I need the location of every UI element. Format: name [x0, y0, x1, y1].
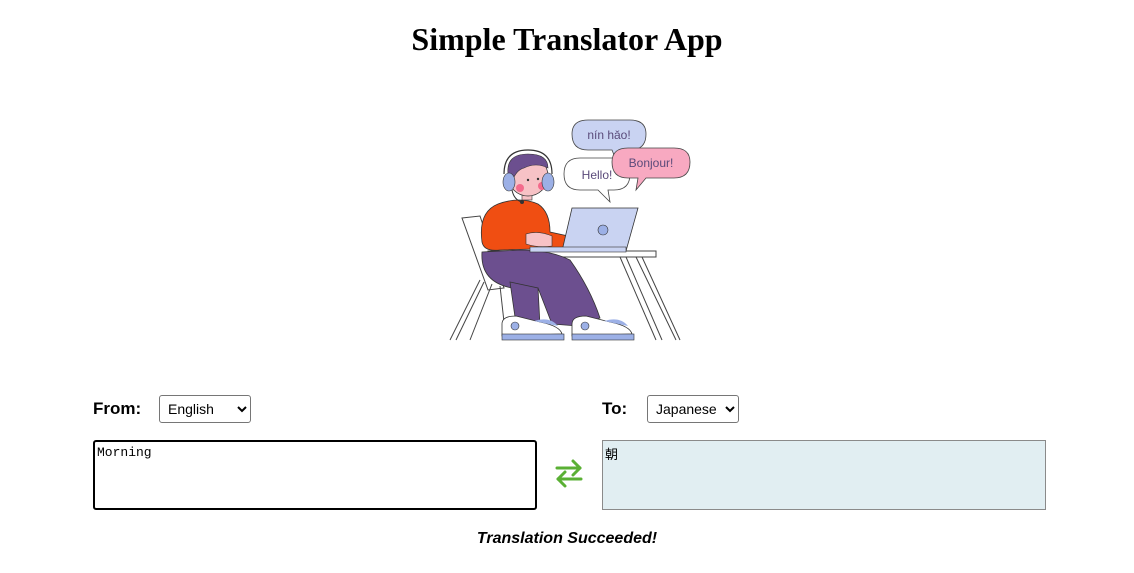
bubble-text-bonjour: Bonjour!: [629, 156, 674, 170]
pants: [481, 249, 601, 327]
page-title: Simple Translator App: [411, 21, 723, 57]
torso: [480, 199, 569, 251]
bubble-text-hello: Hello!: [582, 168, 613, 182]
translated-text-output[interactable]: 朝: [602, 440, 1046, 510]
status-message: Translation Succeeded!: [476, 530, 658, 547]
speech-bubble-bonjour: Bonjour!: [611, 147, 691, 192]
from-language-select[interactable]: English: [159, 395, 251, 423]
from-label: From:: [93, 399, 142, 418]
shoes: [501, 315, 635, 341]
head: [502, 149, 555, 204]
to-label: To:: [602, 399, 628, 418]
laptop: [529, 207, 639, 253]
bubble-text-ninhao: nín hǎo!: [587, 128, 630, 142]
source-text-input[interactable]: Morning: [93, 440, 537, 510]
swap-arrows-icon[interactable]: [552, 456, 586, 490]
translator-illustration: Hello! nín hǎo! Bonjour!: [449, 119, 691, 341]
to-language-select[interactable]: Japanese: [647, 395, 739, 423]
